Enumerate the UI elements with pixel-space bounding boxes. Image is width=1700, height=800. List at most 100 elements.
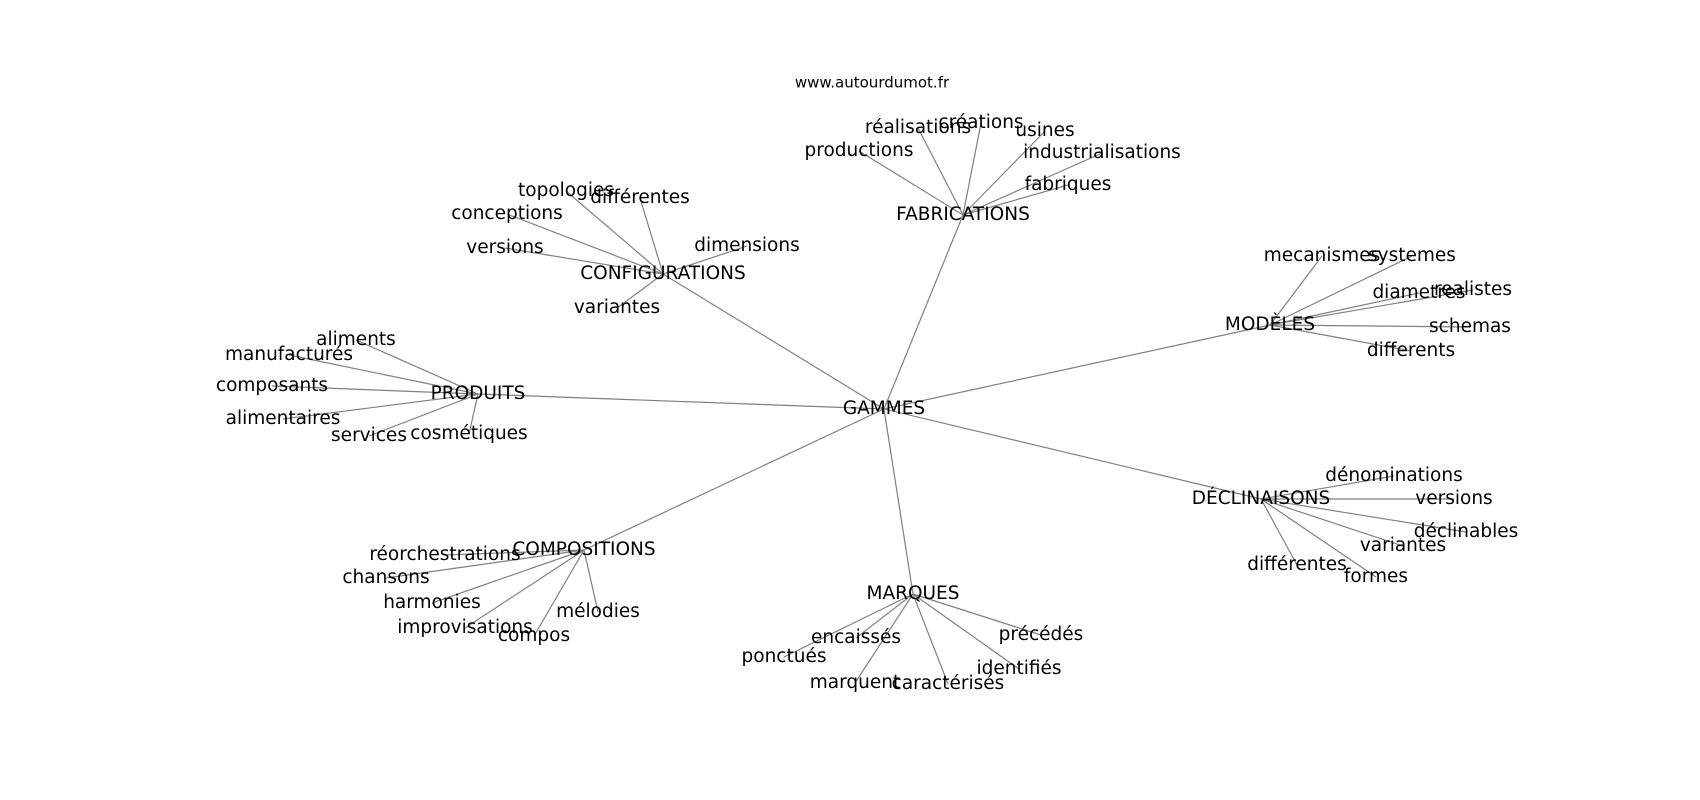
hub-to-leaf-edge: [1260, 498, 1404, 547]
graph-edges: [271, 122, 1474, 685]
hub-to-leaf-edge: [962, 122, 982, 216]
root-to-hub-edge: [883, 214, 964, 410]
hub-to-leaf-edge: [962, 184, 1069, 216]
leaf-node-label: dénominations: [1325, 465, 1462, 486]
root-to-hub-edge: [883, 408, 1262, 500]
root-to-hub-edge: [883, 324, 1271, 410]
hub-to-leaf-edge: [504, 247, 664, 275]
leaf-node-label: topologies: [518, 180, 614, 201]
hub-to-leaf-edge: [1260, 498, 1467, 533]
leaf-node-label: alimentaires: [226, 408, 341, 429]
hub-to-leaf-edge: [1269, 255, 1413, 326]
leaf-node-label: conceptions: [451, 203, 563, 224]
hub-to-leaf-edge: [962, 130, 1046, 216]
hub-to-leaf-edge: [1269, 255, 1323, 326]
hub-node-label: MARQUES: [866, 583, 959, 604]
hub-to-leaf-edge: [444, 549, 585, 556]
hub-to-leaf-edge: [1269, 292, 1420, 326]
hub-to-leaf-edge: [271, 385, 479, 395]
leaf-node-label: différentes: [1247, 554, 1347, 575]
leaf-node-label: systemes: [1368, 245, 1456, 266]
hub-node-label: DÉCLINAISONS: [1192, 487, 1330, 509]
leaf-node-label: créations: [938, 112, 1023, 133]
leaf-node-label: marquent: [810, 672, 900, 693]
hub-to-leaf-edge: [288, 354, 479, 395]
leaf-node-label: formes: [1344, 566, 1408, 587]
graph-nodes: GAMMES FABRICATIONS productionsréalisation…: [216, 112, 1518, 694]
leaf-node-label: realistes: [1434, 279, 1512, 300]
root-to-hub-edge: [477, 393, 885, 410]
leaf-node-label: mélodies: [556, 601, 640, 622]
hub-to-leaf-edge: [639, 197, 664, 275]
hub-to-leaf-edge: [858, 150, 964, 216]
hub-to-leaf-edge: [1269, 289, 1474, 326]
hub-to-leaf-edge: [662, 245, 748, 275]
leaf-node-label: variantes: [574, 297, 660, 318]
root-to-hub-edge: [583, 408, 885, 551]
hub-node-label: MODÈLES: [1225, 313, 1315, 335]
hub-to-leaf-edge: [385, 549, 585, 579]
hub-to-leaf-edge: [854, 593, 914, 684]
hub-to-leaf-edge: [282, 393, 479, 420]
hub-to-leaf-edge: [616, 273, 664, 309]
hub-to-leaf-edge: [533, 549, 585, 637]
hub-node-label: CONFIGURATIONS: [580, 263, 746, 284]
leaf-node-label: usines: [1015, 120, 1074, 141]
hub-to-leaf-edge: [583, 549, 599, 613]
hub-to-leaf-edge: [1269, 324, 1412, 352]
hub-to-leaf-edge: [1260, 498, 1377, 578]
leaf-node-label: encaissés: [811, 627, 901, 648]
leaf-node-label: mecanismes: [1264, 245, 1380, 266]
hub-node-label: FABRICATIONS: [896, 204, 1030, 225]
leaf-node-label: fabriques: [1025, 174, 1112, 195]
leaf-node-label: composants: [216, 375, 328, 396]
leaf-node-label: versions: [466, 237, 543, 258]
leaf-node-label: cosmétiques: [410, 423, 527, 444]
hub-to-leaf-edge: [468, 393, 479, 435]
leaf-node-label: improvisations: [397, 617, 533, 638]
hub-to-leaf-edge: [565, 190, 664, 275]
leaf-node-label: réalisations: [865, 117, 971, 138]
hub-node-label: COMPOSITIONS: [512, 539, 655, 560]
leaf-node-label: productions: [805, 140, 914, 161]
hub-to-leaf-edge: [917, 127, 964, 216]
hub-to-leaf-edge: [855, 593, 914, 639]
hub-to-leaf-edge: [506, 213, 664, 275]
leaf-node-label: schemas: [1429, 316, 1511, 337]
hub-to-leaf-edge: [1260, 498, 1298, 566]
leaf-node-label: caractérisés: [892, 673, 1005, 694]
leaf-node-label: différentes: [590, 187, 690, 208]
leaf-node-label: dimensions: [694, 235, 799, 256]
root-node-label: GAMMES: [843, 398, 925, 419]
leaf-node-label: industrialisations: [1023, 142, 1181, 163]
leaf-node-label: services: [331, 425, 407, 446]
hub-node-label: PRODUITS: [431, 383, 526, 404]
leaf-node-label: versions: [1415, 488, 1492, 509]
hub-to-leaf-edge: [368, 393, 479, 437]
hub-to-leaf-edge: [1269, 324, 1471, 328]
leaf-node-label: chansons: [342, 567, 429, 588]
leaf-node-label: déclinables: [1414, 521, 1519, 542]
leaf-node-label: diametres: [1372, 282, 1465, 303]
leaf-node-label: differents: [1367, 340, 1455, 361]
hub-to-leaf-edge: [355, 339, 479, 395]
leaf-node-label: ponctués: [742, 646, 827, 667]
hub-to-leaf-edge: [912, 593, 1020, 670]
leaf-node-label: précédés: [999, 624, 1084, 645]
root-to-hub-edge: [883, 408, 914, 595]
leaf-node-label: compos: [498, 625, 570, 646]
source-label: www.autourdumot.fr: [795, 74, 950, 92]
hub-to-leaf-edge: [912, 593, 1042, 636]
leaf-node-label: harmonies: [383, 592, 481, 613]
leaf-node-label: variantes: [1360, 535, 1446, 556]
leaf-node-label: manufacturés: [225, 344, 353, 365]
root-to-hub-edge: [662, 273, 885, 410]
hub-to-leaf-edge: [1260, 475, 1395, 500]
leaf-node-label: identifiés: [976, 658, 1061, 679]
leaf-node-label: aliments: [316, 329, 396, 350]
hub-to-leaf-edge: [962, 152, 1103, 216]
hub-to-leaf-edge: [783, 593, 914, 658]
hub-to-leaf-edge: [431, 549, 585, 604]
hub-to-leaf-edge: [912, 593, 949, 685]
